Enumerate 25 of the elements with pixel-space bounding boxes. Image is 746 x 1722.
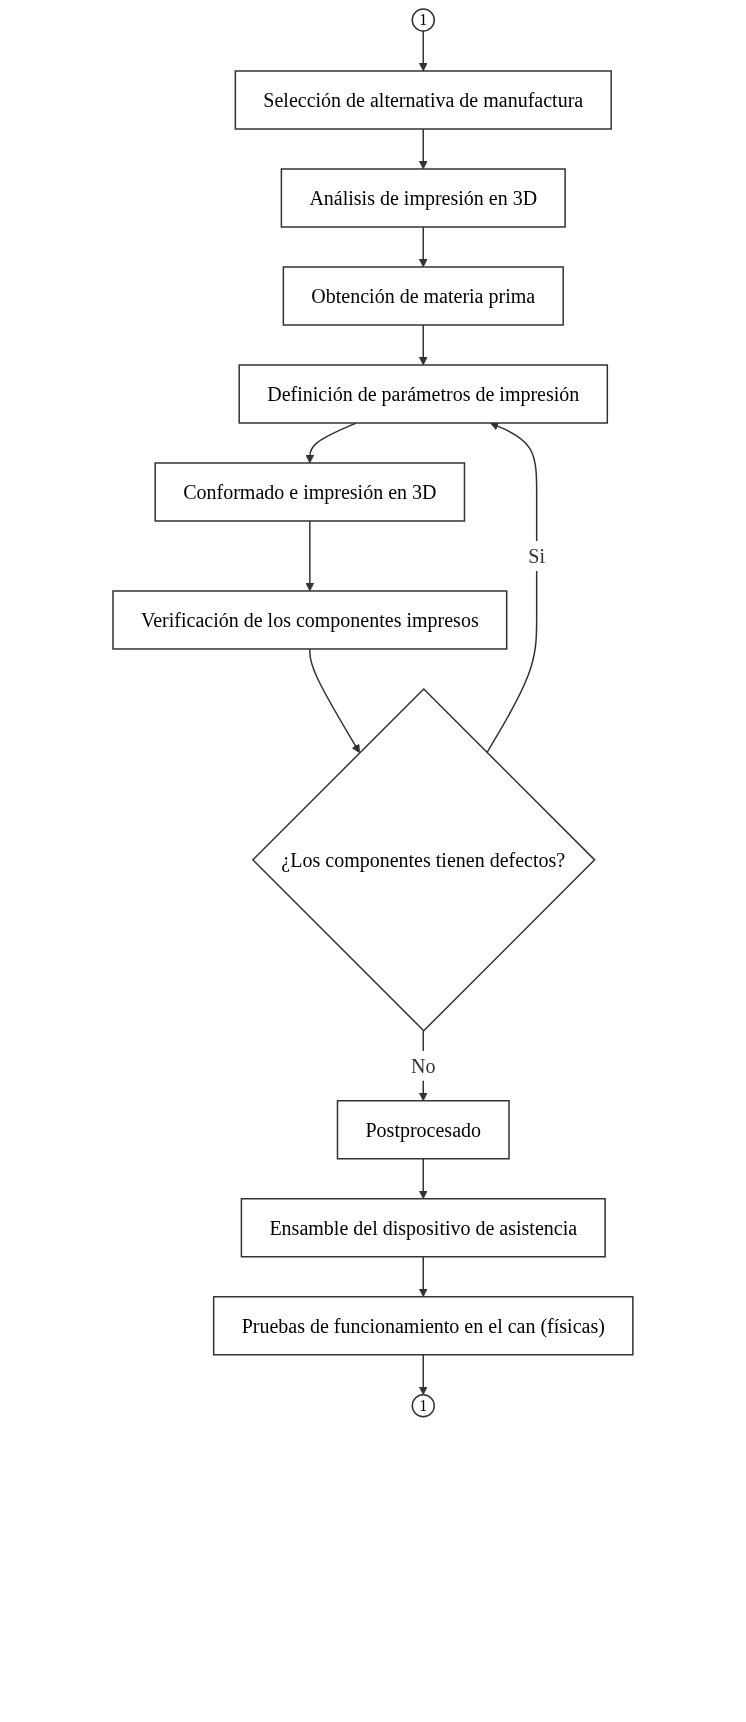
node-box: Selección de alternativa de manufactura xyxy=(234,70,612,130)
arrow xyxy=(418,226,428,268)
arrow xyxy=(418,1256,428,1298)
node-box: Verificación de los componentes impresos xyxy=(112,590,508,650)
arrow xyxy=(418,1158,428,1200)
node-box: Obtención de materia prima xyxy=(282,266,564,326)
arrow xyxy=(418,1354,428,1396)
node-box: Conformado e impresión en 3D xyxy=(154,462,466,522)
node-box: Definición de parámetros de impresión xyxy=(238,364,609,424)
node-box: Ensamble del dispositivo de asistencia xyxy=(240,1198,606,1258)
node-circle: 1 xyxy=(411,1394,436,1418)
node-box: Postprocesado xyxy=(336,1100,510,1160)
edge-label: Si xyxy=(528,544,546,567)
arrow xyxy=(305,422,357,464)
node-diamond: ¿Los componentes tienen defectos? xyxy=(251,687,596,1032)
node-box: Pruebas de funcionamiento en el can (físicas) xyxy=(213,1296,634,1356)
arrow xyxy=(418,324,428,366)
node-box: Análisis de impresión en 3D xyxy=(280,168,566,228)
arrow xyxy=(486,422,538,754)
arrow xyxy=(418,128,428,170)
node-circle: 1 xyxy=(411,8,436,32)
arrow xyxy=(418,30,428,72)
arrow xyxy=(305,520,315,592)
arrow xyxy=(309,648,361,754)
edge-label: No xyxy=(411,1054,436,1077)
